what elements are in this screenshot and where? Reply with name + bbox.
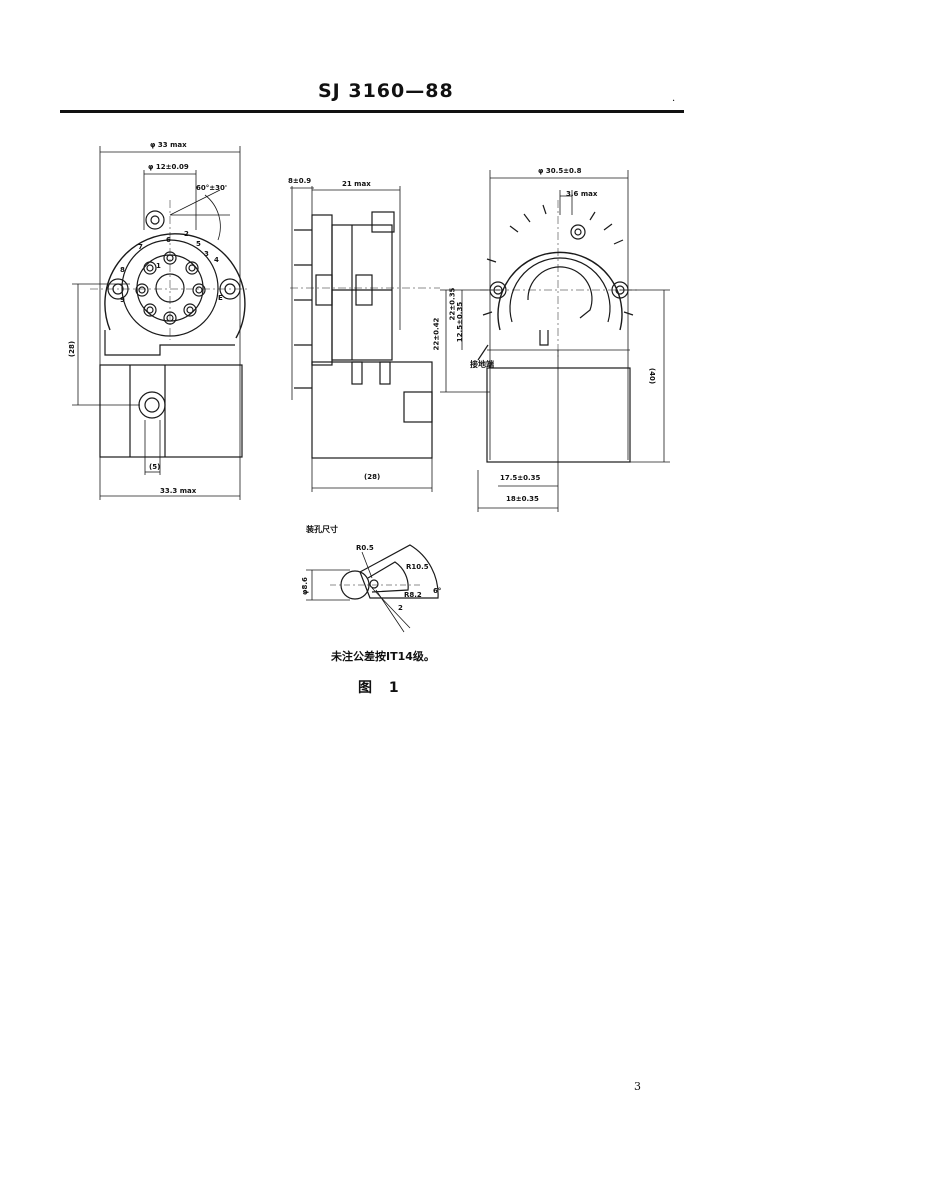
tolerance-note: 未注公差按IT14级。 xyxy=(331,650,435,663)
dim-side-bottom-width: (28) xyxy=(364,473,381,481)
contact-number: 4 xyxy=(214,256,219,264)
dim-hole-angle: 6° xyxy=(433,587,442,595)
front-view xyxy=(72,146,250,500)
standard-number: SJ 3160—88 xyxy=(318,80,454,102)
dim-side-top-small: 8±0.9 xyxy=(288,177,312,185)
contact-number: 7 xyxy=(138,243,143,251)
contact-number: 1 xyxy=(156,262,161,270)
dim-rear-outer-dia: φ 30.5±0.8 xyxy=(538,167,582,175)
dim-front-bottom-small: (5) xyxy=(149,463,161,471)
figure-caption: 图 1 xyxy=(358,680,405,696)
label-ground-terminal: 接地端 xyxy=(470,360,494,369)
dim-hole-r3: R8.2 xyxy=(404,591,422,599)
dim-hole-r2: R10.5 xyxy=(406,563,429,571)
hole-detail-title: 装孔尺寸 xyxy=(306,525,338,534)
dim-side-top-width: 21 max xyxy=(342,180,371,188)
dim-rear-left-2: 22±0.42 xyxy=(432,317,441,351)
dim-front-angle: 60°±30' xyxy=(196,184,227,192)
dim-hole-dia: φ8.6 xyxy=(300,577,309,595)
rear-view xyxy=(440,170,670,512)
contact-number: 3 xyxy=(204,250,209,258)
dim-rear-bottom-1: 17.5±0.35 xyxy=(500,474,541,482)
dim-rear-left-3: 12.5±0.35 xyxy=(456,301,465,343)
dim-front-inner-dia: φ 12±0.09 xyxy=(148,163,189,171)
dim-front-bottom-width: 33.3 max xyxy=(160,487,197,495)
dim-front-outer-dia: φ 33 max xyxy=(150,141,187,149)
contact-number: 8 xyxy=(120,266,125,274)
dim-hole-small: 2 xyxy=(398,604,403,612)
dim-hole-r1: R0.5 xyxy=(356,544,374,552)
dim-rear-right-height: (40) xyxy=(648,367,657,385)
corner-mark: · xyxy=(672,96,676,107)
page-number: 3 xyxy=(634,1080,641,1093)
dim-front-height: (28) xyxy=(68,340,77,358)
dim-rear-top-small: 3.6 max xyxy=(566,190,598,198)
contact-number: 2 xyxy=(184,230,189,238)
contact-number: 9 xyxy=(120,296,125,304)
side-view xyxy=(290,186,440,492)
contact-number: E xyxy=(218,294,223,302)
header-rule xyxy=(60,110,684,113)
dim-rear-bottom-2: 18±0.35 xyxy=(506,495,539,503)
contact-number: 6 xyxy=(166,236,171,244)
contact-number: 5 xyxy=(196,240,201,248)
hole-detail xyxy=(306,544,439,633)
